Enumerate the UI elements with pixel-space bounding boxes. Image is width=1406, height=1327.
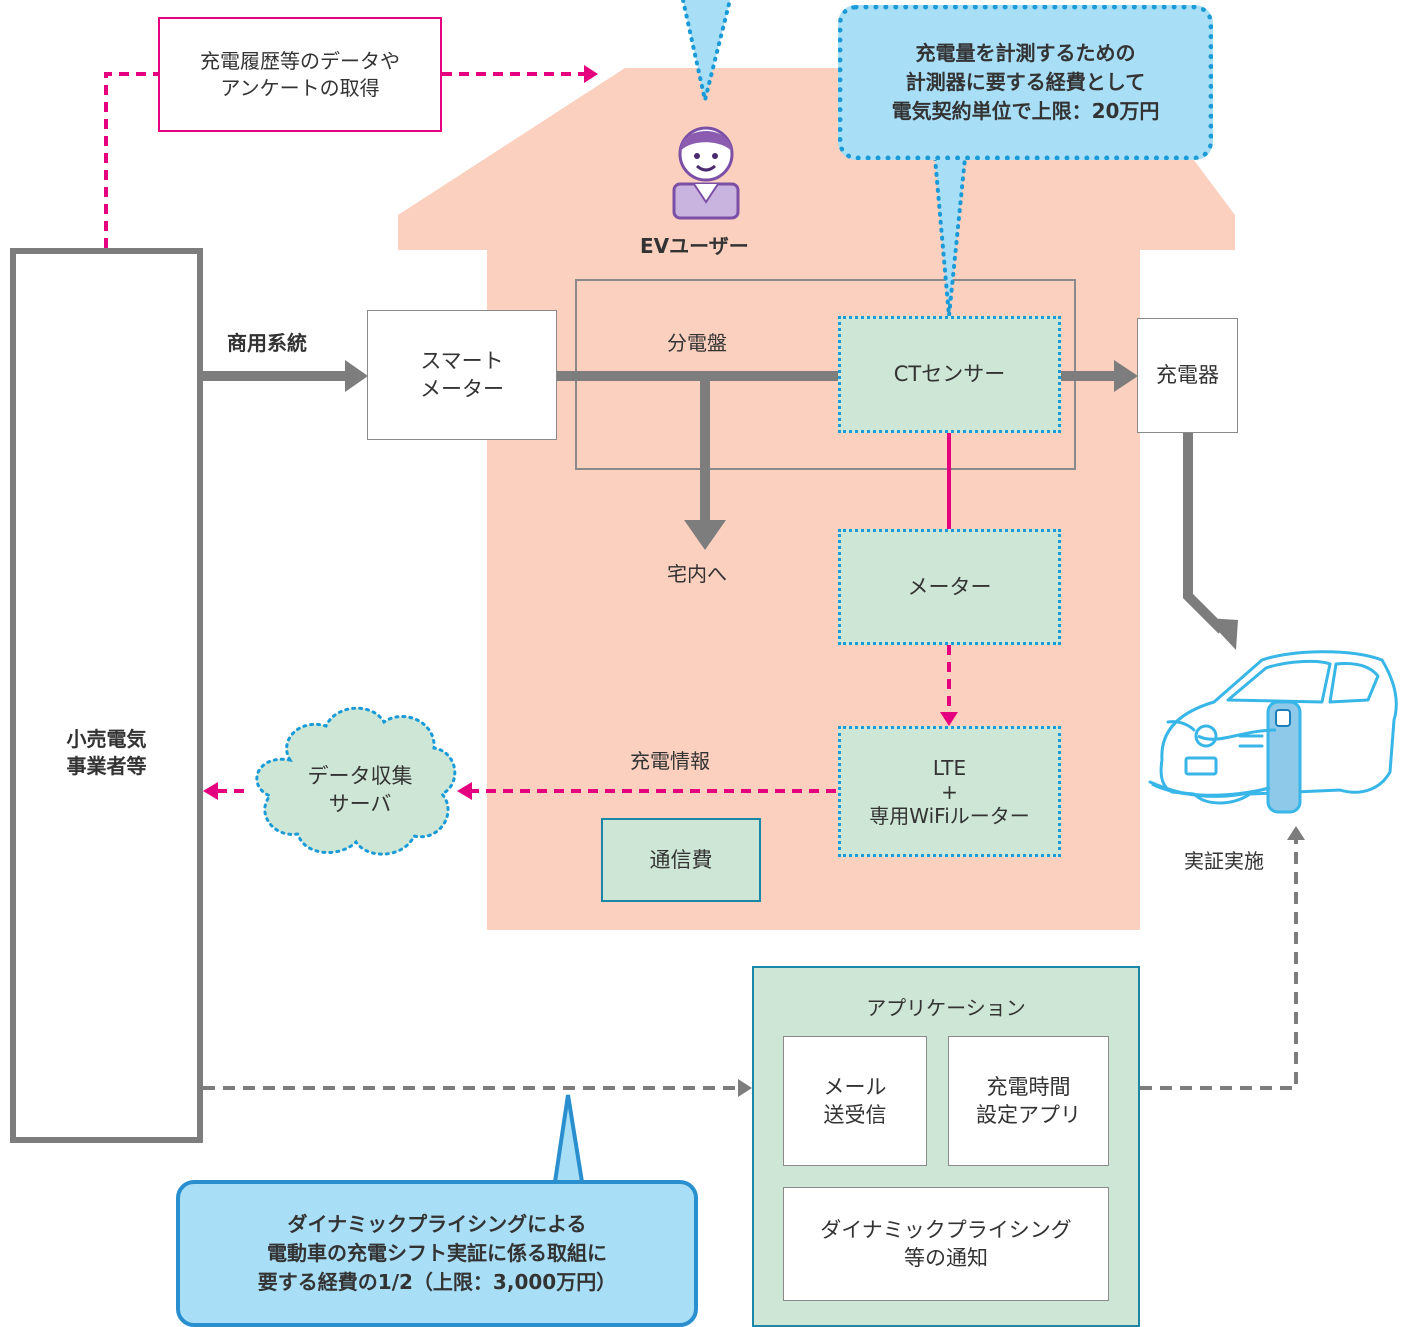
mail-box: メール 送受信 xyxy=(783,1036,927,1166)
ev-user-label: EVユーザー xyxy=(640,234,749,258)
meter-cost-text: 充電量を計測するための 計測器に要する経費として 電気契約単位で上限：20万円 xyxy=(891,41,1160,123)
smart-meter-label: スマート メーター xyxy=(420,348,504,401)
notification-label: ダイナミックプライシング 等の通知 xyxy=(820,1217,1072,1270)
meter-cost-callout: 充電量を計測するための 計測器に要する経費として 電気契約単位で上限：20万円 xyxy=(838,5,1213,160)
smart-meter-box: スマート メーター xyxy=(367,310,557,440)
charge-time-app-box: 充電時間 設定アプリ xyxy=(948,1036,1109,1166)
dynamic-pricing-text: ダイナミックプライシングによる 電動車の充電シフト実証に係る取組に 要する経費の… xyxy=(257,1212,617,1294)
router-label: LTE + 専用WiFiルーター xyxy=(869,755,1030,828)
data-server-cloud xyxy=(255,706,457,856)
distribution-board-label: 分電盤 xyxy=(667,331,727,355)
retailer-label: 小売電気 事業者等 xyxy=(66,727,147,778)
demonstration-label: 実証実施 xyxy=(1184,849,1264,873)
application-title: アプリケーション xyxy=(866,996,1026,1020)
charger-box: 充電器 xyxy=(1137,318,1238,433)
ct-sensor-box: CTセンサー xyxy=(838,316,1061,433)
ev-charger-illustration xyxy=(1151,700,1302,814)
house-shape xyxy=(398,68,1235,930)
router-box: LTE + 専用WiFiルーター xyxy=(838,726,1061,857)
notification-box: ダイナミックプライシング 等の通知 xyxy=(783,1187,1109,1301)
charging-info-label: 充電情報 xyxy=(630,749,710,773)
data-acquisition-box: 充電履歴等のデータや アンケートの取得 xyxy=(158,17,442,132)
dynamic-pricing-callout-tail xyxy=(553,1094,584,1183)
meter-box: メーター xyxy=(838,529,1061,645)
retailer-box xyxy=(10,248,203,1143)
commercial-grid-label: 商用系統 xyxy=(227,331,307,355)
data-acquisition-text: 充電履歴等のデータや アンケートの取得 xyxy=(200,48,400,100)
charge-time-app-label: 充電時間 設定アプリ xyxy=(976,1074,1081,1127)
data-server-label: データ収集 サーバ xyxy=(307,764,413,817)
to-home-label: 宅内へ xyxy=(667,562,727,586)
ev-user-person-icon xyxy=(672,126,740,220)
communication-cost-box: 通信費 xyxy=(601,818,761,902)
meter-label: メーター xyxy=(907,574,992,599)
mail-label: メール 送受信 xyxy=(823,1074,887,1127)
charger-label: 充電器 xyxy=(1156,363,1219,388)
ct-sensor-label: CTセンサー xyxy=(893,362,1006,387)
communication-cost-label: 通信費 xyxy=(649,847,713,872)
ev-user-callout-tail xyxy=(681,0,732,101)
dynamic-pricing-callout: ダイナミックプライシングによる 電動車の充電シフト実証に係る取組に 要する経費の… xyxy=(176,1180,698,1327)
